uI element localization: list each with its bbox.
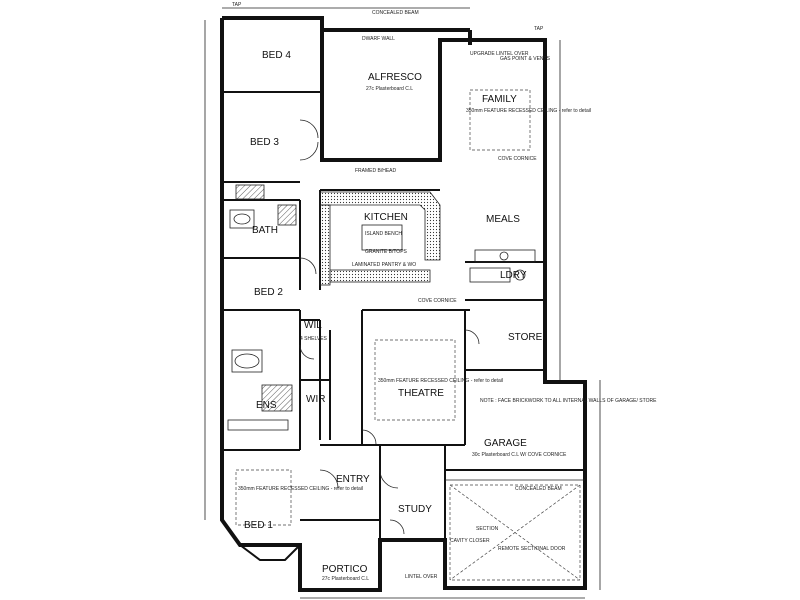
note-family-ceiling: 350mm FEATURE RECESSED CEILING - refer t… [466,108,591,114]
note-cove-cornice-hall: COVE CORNICE [418,298,457,304]
feature-ceilings [235,89,585,581]
label-study: STUDY [398,504,432,515]
label-entry: ENTRY [336,474,370,485]
note-dwarf-wall: DWARF WALL [362,36,395,42]
label-bed3: BED 3 [250,137,279,148]
note-garage: NOTE : FACE BRICKWORK TO ALL INTERNAL WA… [480,398,657,404]
door-swings [299,119,480,535]
note-garage-ceiling: 30c Plasterboard C.L W/ COVE CORNICE [472,452,567,458]
label-wir: WIR [306,394,325,405]
note-lintel-over: LINTEL OVER [405,574,438,580]
kitchen-benches [319,191,441,286]
note-granite: GRANITE B/TOPS [365,249,408,255]
note-portico-ceiling: 27c Plasterboard C.L [322,576,369,582]
note-cavity-closer: CAVITY CLOSER [450,538,490,544]
label-kitchen: KITCHEN [364,212,408,223]
label-family: FAMILY [482,94,517,105]
fixtures [227,184,536,431]
note-framed-bhead: FRAMED B/HEAD [355,168,397,174]
note-tap-top: TAP [232,2,242,8]
note-gas-point: GAS POINT & VENTS [500,56,551,62]
note-theatre-ceiling: 350mm FEATURE RECESSED CEILING - refer t… [378,378,503,384]
label-bath: BATH [252,225,278,236]
label-portico: PORTICO [322,564,368,575]
interior-walls [222,91,585,540]
note-four-shelves: 4 SHELVES [300,336,328,342]
label-theatre: THEATRE [398,388,444,399]
label-bed1: BED 1 [244,520,273,531]
label-garage: GARAGE [484,438,527,449]
note-upgrade-lintel: UPGRADE LINTEL OVER [470,51,529,57]
label-meals: MEALS [486,214,520,225]
note-concealed-beam-garage: CONCEALED BEAM [515,486,562,492]
note-bed1-ceiling: 350mm FEATURE RECESSED CEILING - refer t… [238,486,363,492]
label-alfresco: ALFRESCO [368,72,422,83]
label-ens: ENS [256,400,277,411]
bay-window [239,544,301,561]
label-wil: WIL [304,320,322,331]
note-tap-right: TAP [534,26,544,32]
note-cove-cornice-family: COVE CORNICE [498,156,537,162]
note-island-bench: ISLAND BENCH [365,231,402,237]
dimension-lines [204,7,601,599]
note-concealed-beam-top: CONCEALED BEAM [372,10,419,16]
label-bed2: BED 2 [254,287,283,298]
note-remote-door: REMOTE SECTIONAL DOOR [498,546,566,552]
note-pantry: LAMINATED PANTRY & WO [352,262,416,268]
label-bed4: BED 4 [262,50,291,61]
note-alfresco-ceiling: 27c Plasterboard C.L [366,86,413,92]
note-section: SECTION [476,526,499,532]
label-store: STORE [508,332,543,343]
label-ldry: LDRY [500,270,527,281]
